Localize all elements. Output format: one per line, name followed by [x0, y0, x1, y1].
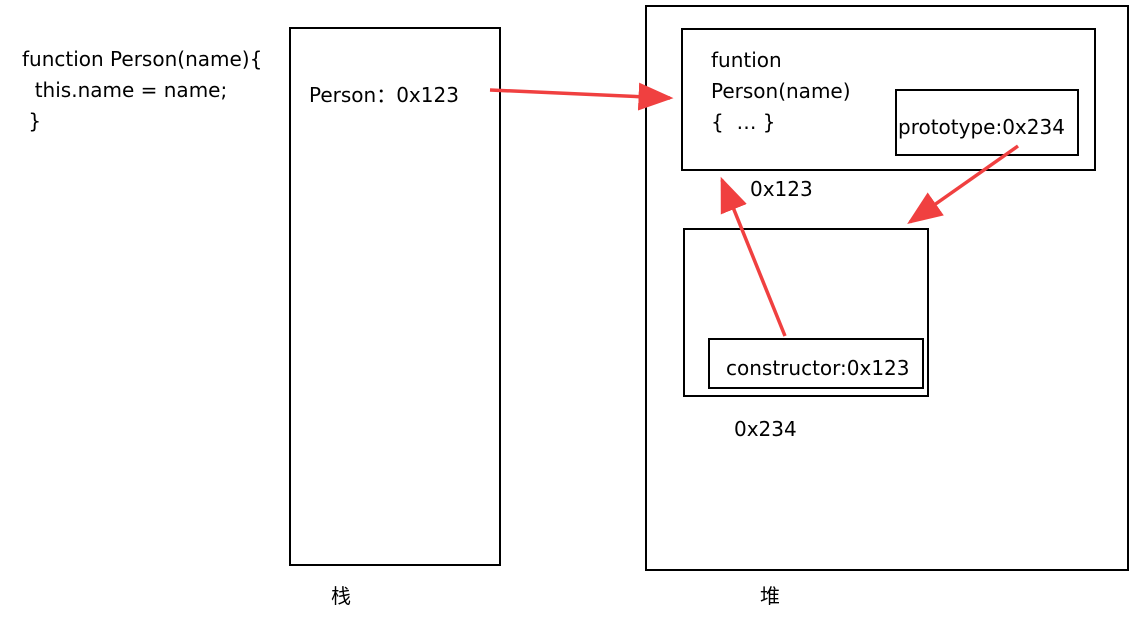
code-line-2: this.name = name;: [22, 78, 228, 102]
prototype-object-address: 0x234: [734, 417, 797, 441]
arrow-stack-to-function: [489, 82, 674, 111]
heap-box: [645, 5, 1129, 571]
stack-box: [289, 27, 501, 566]
function-object-line-3: { … }: [711, 110, 776, 134]
code-line-3: }: [22, 109, 42, 133]
heap-label: 堆: [760, 584, 780, 608]
prototype-object-box: [683, 228, 929, 397]
stack-entry-person: Person：0x123: [309, 83, 459, 107]
prototype-field-text: prototype:0x234: [898, 115, 1065, 139]
stack-label: 栈: [331, 584, 351, 608]
prototype-field-box: [895, 89, 1079, 156]
code-line-1: function Person(name){: [22, 47, 263, 71]
function-object-line-1: funtion: [711, 48, 782, 72]
arrow-constructor-to-function: [720, 176, 787, 337]
arrow-prototype-to-object: [907, 144, 1020, 225]
constructor-field-text: constructor:0x123: [726, 356, 910, 380]
function-object-box: [681, 28, 1096, 171]
constructor-field-box: [708, 338, 924, 389]
function-object-address: 0x123: [750, 177, 813, 201]
function-object-line-2: Person(name): [711, 79, 851, 103]
